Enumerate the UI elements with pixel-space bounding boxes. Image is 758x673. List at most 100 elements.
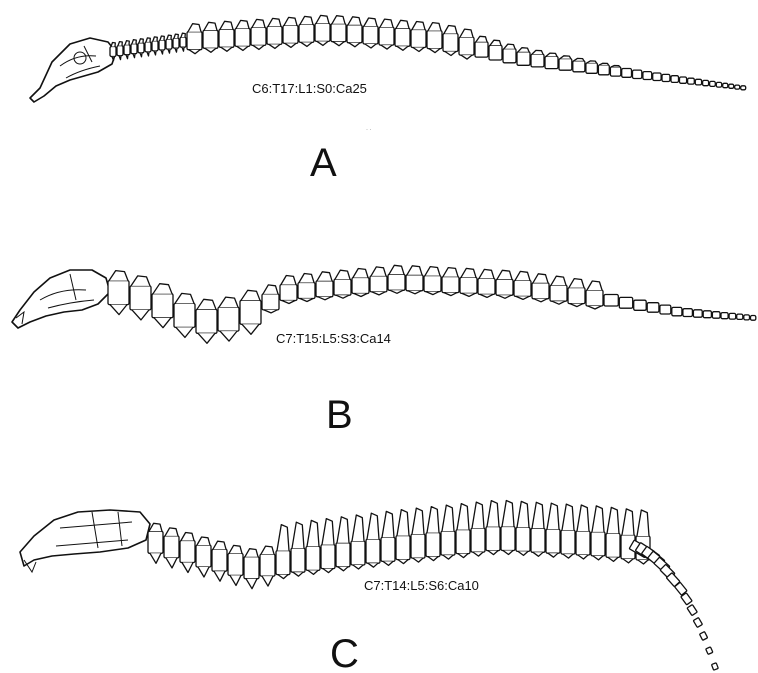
vertebra bbox=[561, 504, 575, 558]
vertebra bbox=[244, 549, 259, 589]
panel-letter-b: B bbox=[326, 393, 353, 437]
vertebra bbox=[336, 517, 350, 571]
vertebra bbox=[604, 295, 618, 307]
vertebra bbox=[716, 82, 721, 87]
vertebra bbox=[124, 41, 130, 59]
skull-c bbox=[20, 510, 150, 572]
vertebra bbox=[545, 53, 558, 69]
vertebra bbox=[315, 15, 330, 45]
vertebra bbox=[159, 36, 165, 54]
vertebra bbox=[729, 84, 734, 88]
vertebra bbox=[643, 72, 652, 80]
vertebra bbox=[108, 271, 129, 315]
vertebra bbox=[573, 58, 585, 71]
vertebra bbox=[260, 546, 275, 586]
vertebra bbox=[501, 501, 515, 555]
vertebra bbox=[662, 74, 670, 81]
vertebra bbox=[411, 508, 425, 562]
scan-speck: · · bbox=[366, 127, 372, 133]
vertebra bbox=[735, 85, 740, 89]
vertebra bbox=[737, 314, 743, 319]
vertebra bbox=[148, 523, 163, 563]
vertebra bbox=[145, 38, 151, 56]
vertebra bbox=[619, 297, 632, 308]
vertebra bbox=[680, 77, 687, 83]
vertebra bbox=[672, 307, 682, 315]
vertebra bbox=[291, 522, 305, 576]
vertebra bbox=[653, 73, 661, 81]
vertebra bbox=[196, 537, 211, 577]
vertebra bbox=[331, 16, 346, 46]
vertebra bbox=[531, 50, 544, 67]
vertebra bbox=[688, 78, 695, 84]
vertebra bbox=[514, 271, 531, 299]
vertebra bbox=[576, 505, 590, 559]
vertebra bbox=[532, 274, 549, 302]
vertebra bbox=[486, 501, 500, 555]
vertebra bbox=[703, 80, 709, 85]
vertebra bbox=[751, 316, 756, 321]
panel-c: C7:T14:L5:S6:Ca10 C bbox=[20, 501, 718, 673]
vertebra bbox=[426, 507, 440, 561]
vertebra bbox=[299, 16, 314, 46]
vertebra bbox=[460, 268, 477, 296]
vertebra bbox=[503, 44, 516, 63]
vertebra bbox=[517, 48, 530, 66]
vertebra bbox=[173, 34, 179, 52]
vertebra bbox=[196, 299, 217, 343]
vertebra bbox=[117, 42, 123, 60]
vertebra bbox=[298, 274, 315, 302]
vertebra bbox=[478, 269, 495, 297]
vertebra bbox=[187, 24, 202, 54]
vertebra bbox=[634, 300, 647, 310]
vertebra bbox=[496, 270, 513, 298]
vertebra bbox=[203, 22, 218, 52]
vertebra bbox=[351, 515, 365, 569]
vertebra bbox=[712, 312, 720, 319]
vertebra bbox=[693, 310, 702, 317]
vertebra bbox=[633, 70, 642, 78]
vertebra bbox=[212, 541, 227, 581]
vertebra bbox=[395, 20, 410, 50]
vertebra bbox=[411, 22, 426, 52]
panel-letter-c: C bbox=[330, 632, 359, 673]
vertebra bbox=[489, 40, 502, 60]
vertebra bbox=[262, 285, 279, 313]
vertebra bbox=[516, 501, 530, 555]
vertebra bbox=[180, 533, 195, 573]
vertebra bbox=[586, 281, 603, 309]
vertebra bbox=[559, 56, 572, 70]
vertebra bbox=[276, 525, 290, 579]
vertebra bbox=[443, 26, 458, 56]
vertebra bbox=[131, 40, 137, 58]
vertebra bbox=[531, 502, 545, 556]
vertebra bbox=[406, 266, 423, 294]
vertebra bbox=[695, 79, 701, 85]
vertebra bbox=[352, 269, 369, 297]
vertebra bbox=[598, 63, 609, 75]
formula-b: C7:T15:L5:S3:Ca14 bbox=[276, 331, 391, 346]
vertebra bbox=[610, 66, 620, 77]
panel-letter-a: A bbox=[310, 141, 337, 185]
vertebra bbox=[267, 18, 282, 48]
vertebra bbox=[152, 37, 158, 55]
vertebra bbox=[166, 35, 172, 53]
vertebra bbox=[396, 510, 410, 564]
vertebra bbox=[219, 21, 234, 51]
vertebra bbox=[683, 309, 693, 317]
panel-a: C6:T17:L1:S0:Ca25 · · A bbox=[30, 15, 746, 185]
vertebra bbox=[381, 511, 395, 565]
vertebra bbox=[721, 313, 728, 319]
vertebra bbox=[442, 268, 459, 296]
vertebra bbox=[427, 23, 442, 53]
vertebra bbox=[240, 290, 261, 334]
vertebra bbox=[130, 276, 151, 320]
vertebra bbox=[280, 276, 297, 304]
vertebra bbox=[164, 528, 179, 568]
vertebra bbox=[334, 270, 351, 298]
vertebra bbox=[660, 305, 671, 314]
vertebra bbox=[174, 293, 195, 337]
vertebra bbox=[138, 39, 144, 57]
vertebra bbox=[424, 267, 441, 295]
